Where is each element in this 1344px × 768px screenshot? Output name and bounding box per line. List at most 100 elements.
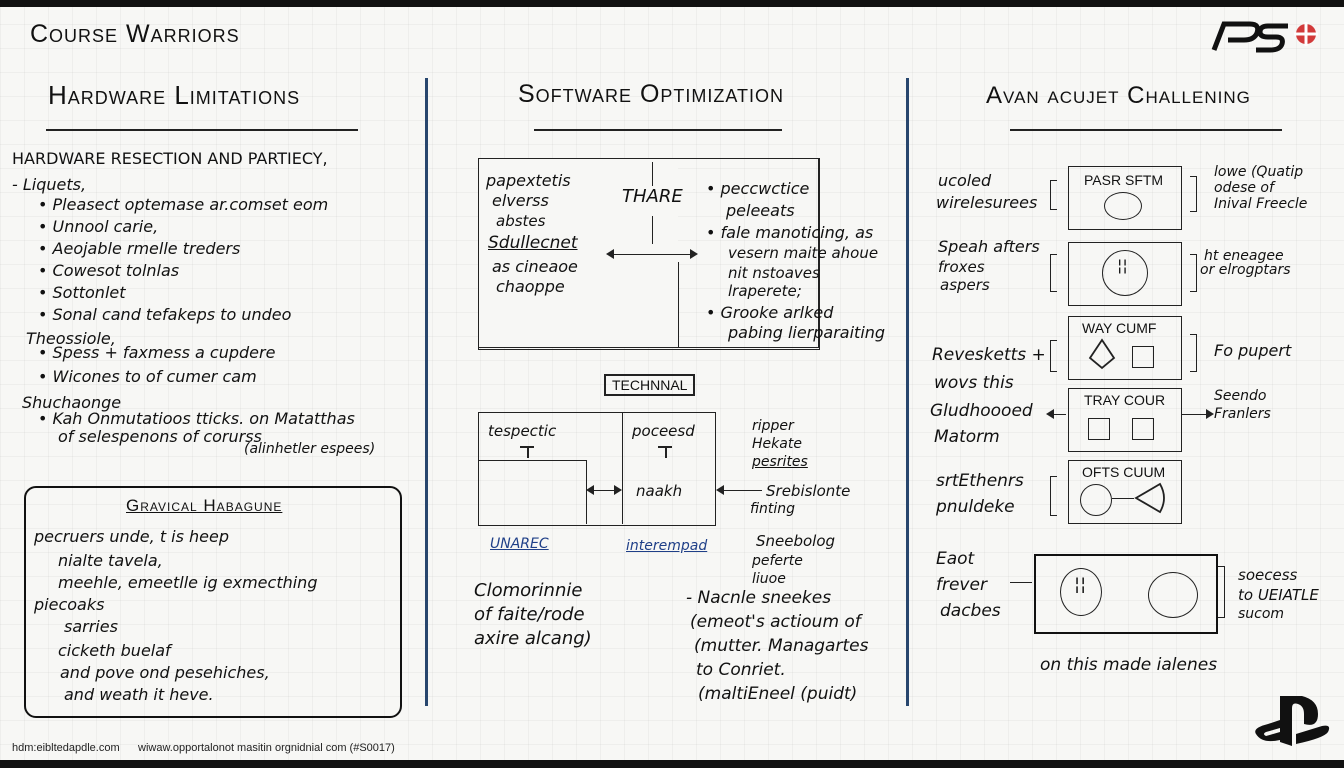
hardware-line: (alinhetler espees) (244, 441, 376, 457)
software-bottom-right: (emeot's actioum of (690, 612, 861, 632)
software-bottom-right: (mutter. Managartes (694, 636, 869, 656)
face-eyes-icon: ¦¦ (1117, 256, 1128, 275)
footer-left-url[interactable]: hdm:eibltedapdle.com (12, 742, 120, 754)
hardware-box-line: piecoaks (34, 595, 105, 614)
advanced-title-underline (1010, 129, 1282, 131)
advanced-row-left: ucoled (938, 171, 992, 190)
software-right-text: lraperete; (728, 282, 802, 300)
advanced-row-right: Franlers (1214, 406, 1271, 422)
software-flow-note: peferte (752, 553, 803, 569)
advanced-final-right: to UEIATLE (1238, 586, 1319, 604)
hardware-line: • Unnool carie, (38, 217, 159, 236)
hexagon-icon (1088, 338, 1116, 370)
software-right-note: ripper (752, 418, 794, 434)
software-bottom-right: (maltiEneel (puidt) (698, 684, 858, 704)
hardware-line: HARDWARE RESECTION AND PARTIECY, (12, 149, 328, 168)
column-divider-1 (425, 78, 428, 706)
advanced-row-left: srtEthenrs (936, 471, 1024, 491)
advanced-final-box (1034, 554, 1218, 634)
software-left-text: Sdullecnet (488, 233, 578, 253)
advanced-row-right: or elrogptars (1200, 262, 1291, 278)
software-bottom-left: axire alcang) (474, 628, 592, 649)
advanced-row-left: aspers (940, 276, 990, 294)
software-title-underline (534, 129, 782, 131)
advanced-row-box-label: TRAY COUR (1084, 392, 1166, 408)
software-left-text: abstes (496, 212, 546, 230)
advanced-final-right: sucom (1238, 606, 1285, 622)
software-bottom-right: to Conriet. (696, 660, 786, 680)
advanced-row-left: wirelesurees (936, 193, 1038, 212)
software-box-b-label: poceesd (632, 422, 695, 440)
software-left-text: papextetis (486, 171, 571, 190)
hardware-line: • Spess + faxmess a cupdere (38, 343, 276, 362)
hardware-line: - Liquets, (12, 175, 87, 194)
advanced-row-right: odese of (1214, 180, 1274, 196)
software-right-text: vesern maite ahoue (728, 244, 879, 262)
hardware-box-line: and weath it heve. (64, 685, 214, 704)
face-icon (1080, 484, 1112, 516)
software-right-text: pabing lierparaiting (728, 323, 886, 342)
advanced-closing-note: on this made ialenes (1040, 655, 1218, 675)
hardware-line: • Sonal cand tefakeps to undeo (38, 305, 292, 324)
advanced-final-left: frever (936, 575, 987, 595)
face-eyes-icon: ¦¦ (1074, 574, 1087, 595)
software-column-title: Software Optimization (518, 80, 785, 108)
hardware-box-line: cicketh buelaf (58, 641, 171, 660)
advanced-row-left: Matorm (934, 427, 1000, 447)
advanced-row-right: ht eneagee (1204, 248, 1284, 264)
hardware-line: • Wicones to of cumer cam (38, 367, 257, 386)
software-center-label: THARE (622, 186, 683, 207)
software-link-a[interactable]: UNAREC (490, 536, 549, 552)
advanced-row-box-label: OFTS CUUM (1082, 464, 1166, 480)
advanced-row-box (1068, 242, 1182, 306)
software-right-note: pesrites (752, 454, 808, 470)
hardware-line: • Sottonlet (38, 283, 126, 302)
software-right-text: nit nstoaves (728, 264, 820, 282)
advanced-row-right: Inival Freecle (1214, 196, 1308, 212)
software-flow-note: Sneebolog (756, 532, 836, 550)
software-right-note: Hekate (752, 436, 802, 452)
hardware-line: Shuchaonge (22, 393, 122, 412)
face-icon (1148, 572, 1198, 618)
ps5-logo-icon (1210, 16, 1322, 56)
hardware-line: of selespenons of corurss (58, 427, 262, 446)
top-frame-bar (0, 0, 1344, 7)
software-right-text: • Grooke arlked (706, 303, 834, 322)
software-flow-note: liuoe (752, 571, 786, 587)
advanced-row-left: pnuldeke (936, 497, 1015, 517)
software-lower-frame (478, 412, 716, 526)
advanced-row-box (1068, 316, 1182, 380)
hardware-box-line: pecruers unde, t is heep (34, 527, 230, 546)
brand-title: Course Warriors (30, 20, 240, 48)
software-left-text: as cineaoe (492, 257, 578, 276)
software-link-b[interactable]: interempad (626, 538, 708, 554)
hardware-column-title: Hardware Limitations (48, 80, 301, 110)
footer-right-url[interactable]: wiwaw.opportalonot masitin orgnidnial co… (138, 742, 395, 754)
hardware-line: Theossiole, (26, 329, 116, 348)
hardware-box-line: and pove ond pesehiches, (60, 663, 270, 682)
software-bottom-left: Clomorinnie (474, 580, 583, 601)
square-icon (1132, 346, 1154, 368)
software-right-text: • peccwctice (706, 179, 810, 198)
hardware-box-line: nialte tavela, (58, 551, 163, 570)
advanced-row-right: Seendo (1214, 388, 1267, 404)
hardware-title-underline (46, 129, 358, 131)
advanced-row-left: Revesketts + (932, 345, 1046, 365)
software-bottom-left: of faite/rode (474, 604, 585, 625)
advanced-row-right: lowe (Quatip (1214, 164, 1304, 180)
face-icon (1060, 568, 1102, 616)
column-divider-2 (906, 78, 909, 706)
advanced-row-left: froxes (938, 258, 985, 276)
hardware-box-line: meehle, emeetlle ig exmecthing (58, 573, 318, 592)
square-icon (1088, 418, 1110, 440)
advanced-final-left: dacbes (940, 601, 1001, 621)
software-box-a-label: tespectic (488, 422, 557, 440)
software-tag-label: TECHNNAL (604, 374, 696, 396)
advanced-row-left: wovs this (934, 373, 1014, 393)
advanced-column-title: Avan acujet Challening (986, 82, 1251, 109)
hardware-line: • Aeojable rmelle treders (38, 239, 241, 258)
advanced-row-box-label: WAY CUMF (1082, 320, 1157, 336)
playstation-logo-icon (1252, 692, 1332, 750)
advanced-final-right: soecess (1238, 566, 1298, 584)
face-icon (1102, 250, 1148, 296)
